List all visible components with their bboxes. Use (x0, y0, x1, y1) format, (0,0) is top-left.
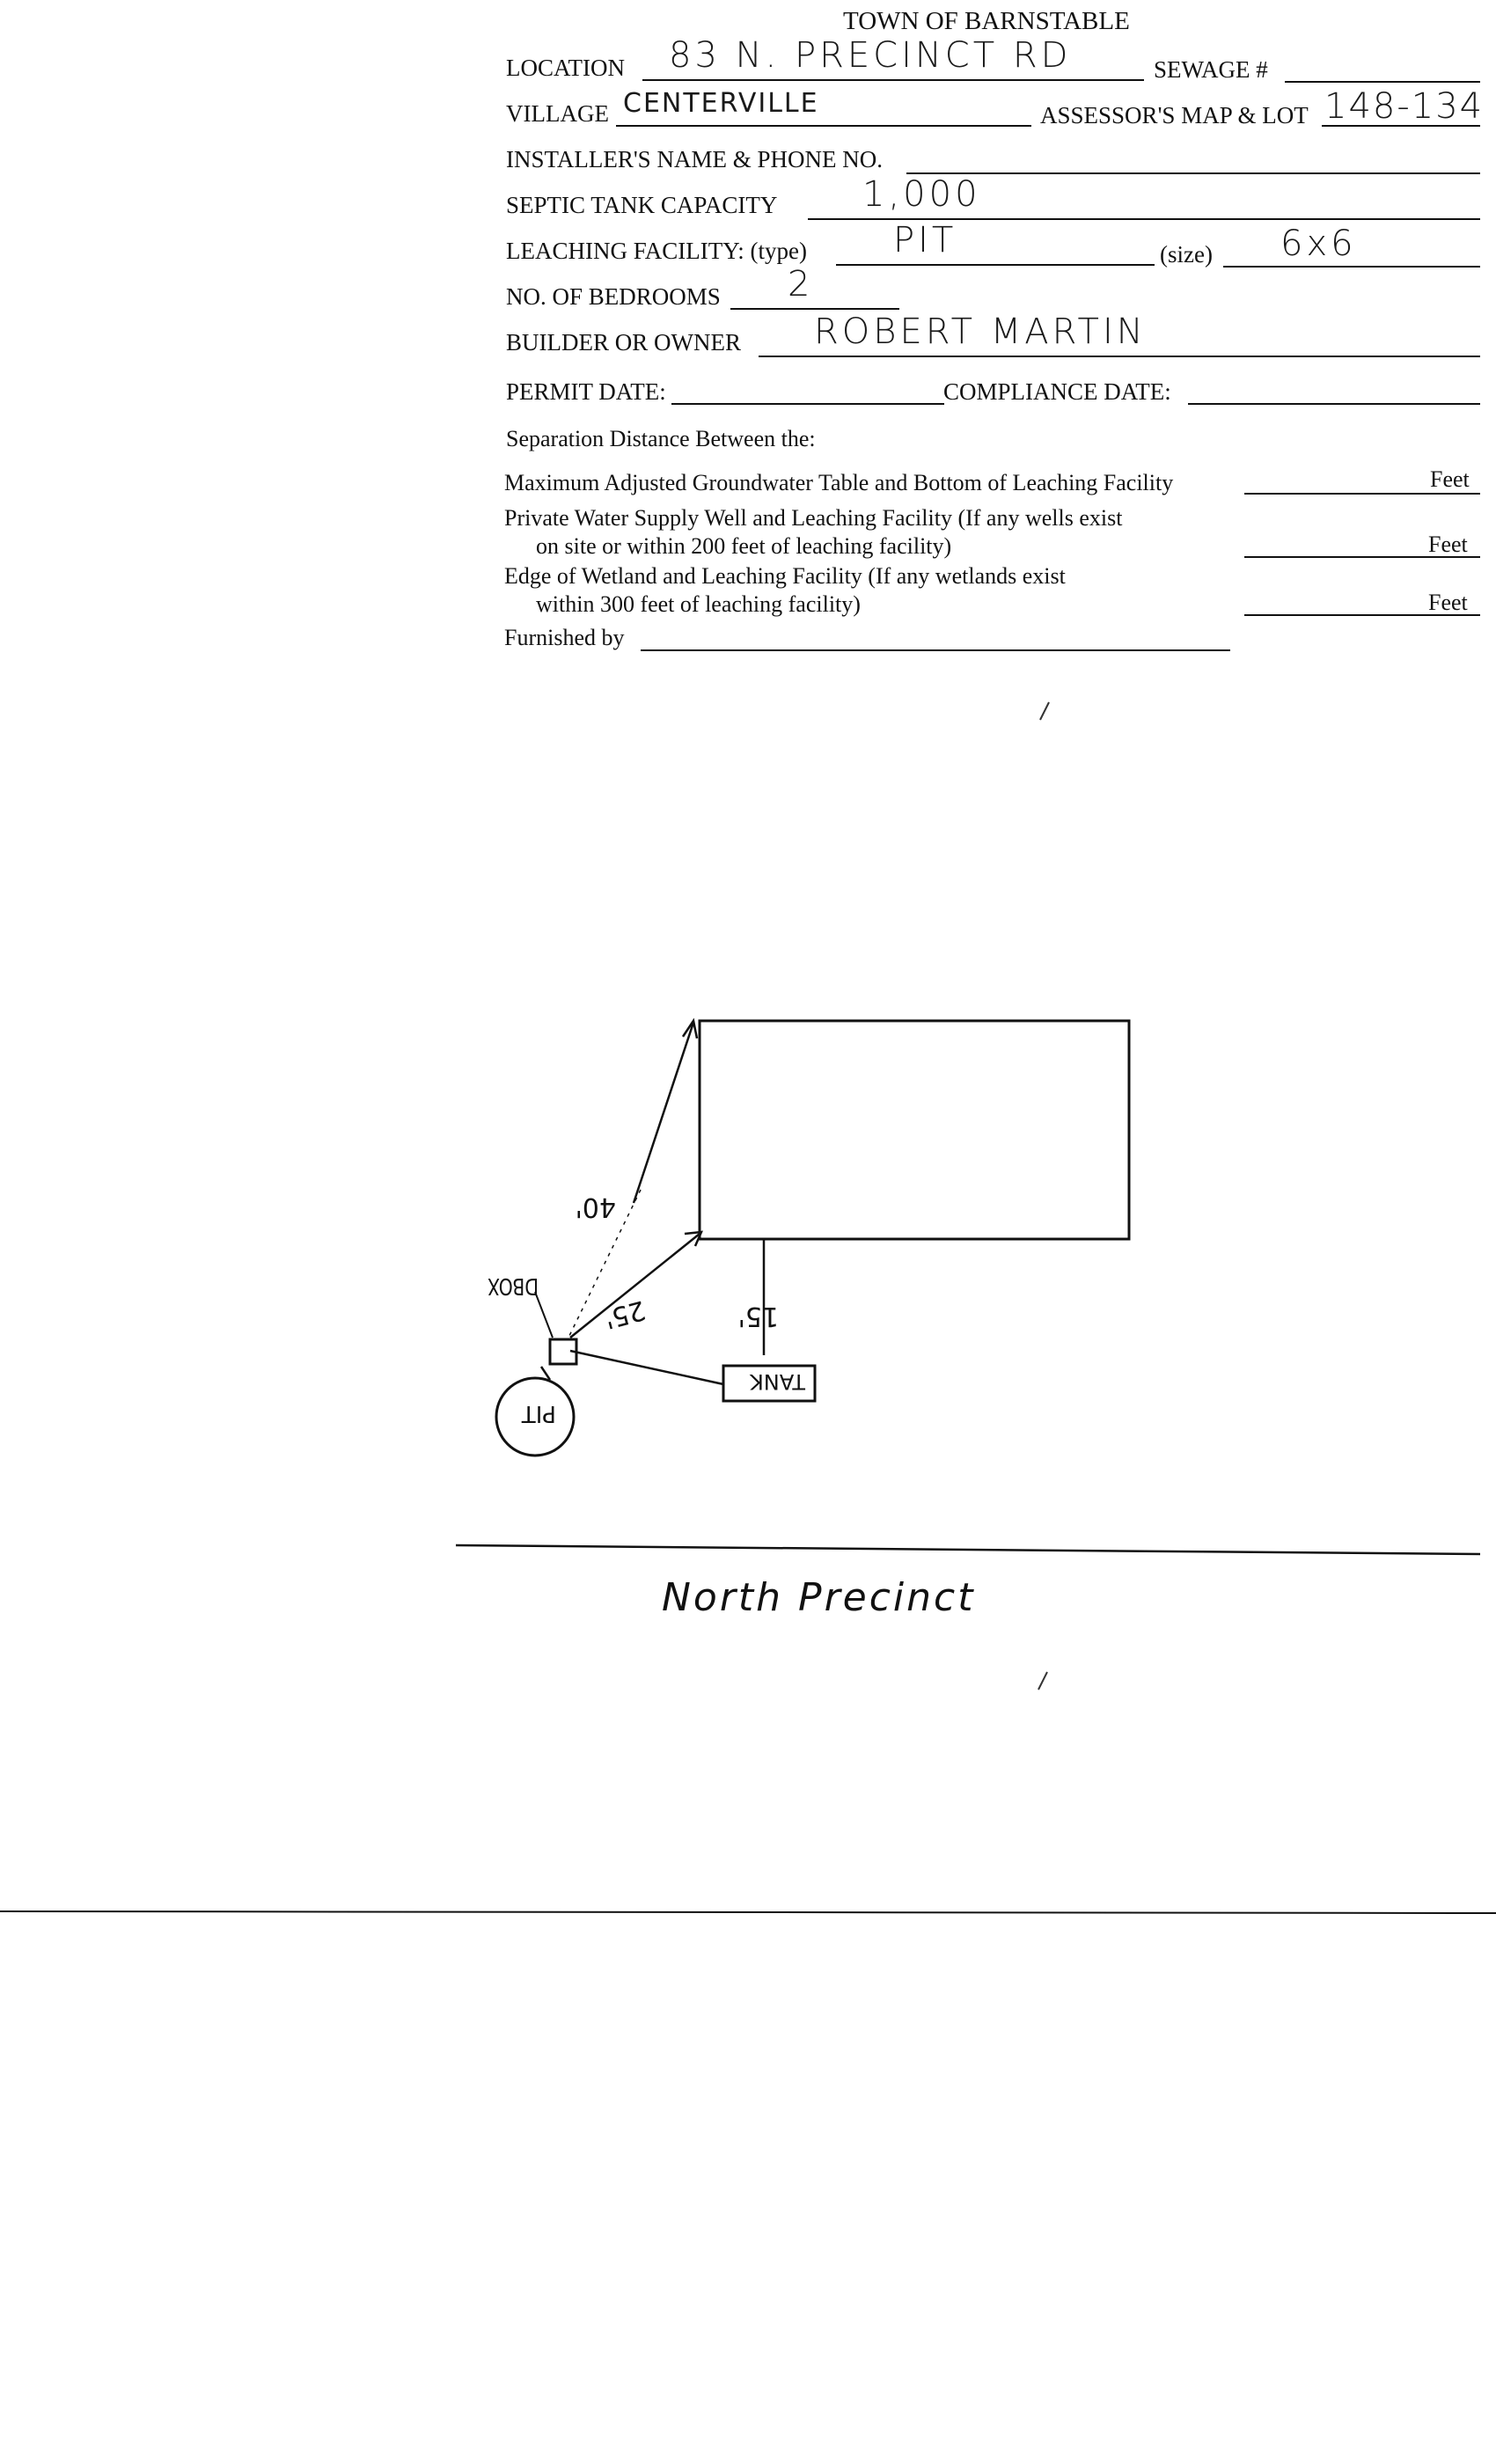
stray-mark (1038, 1671, 1048, 1690)
village-value: CENTERVILLE (623, 88, 819, 119)
dbox-label: DBOX (488, 1272, 539, 1299)
map-lot-label: ASSESSOR'S MAP & LOT (1040, 102, 1309, 128)
bedrooms-underline (730, 308, 899, 310)
well-label-cont: on site or within 200 feet of leaching f… (536, 533, 952, 559)
street-label: North Precinct (662, 1575, 976, 1620)
dim-house-label: 25' (601, 1294, 649, 1334)
septic-capacity-label: SEPTIC TANK CAPACITY (506, 192, 778, 218)
size-underline (1223, 266, 1480, 268)
dashed-line (567, 1189, 642, 1340)
builder-underline (759, 356, 1480, 357)
pipe-line (569, 1349, 724, 1386)
furnished-by-underline (641, 649, 1230, 651)
map-lot-value: 148-134 (1324, 86, 1485, 127)
leaching-type-value: PIT (893, 220, 957, 260)
groundwater-underline (1244, 493, 1480, 495)
bedrooms-label: NO. OF BEDROOMS (506, 283, 721, 310)
tank-box (722, 1364, 817, 1403)
stray-mark (1039, 701, 1050, 721)
size-label: (size) (1160, 241, 1213, 268)
dimension-line-house (569, 1233, 700, 1338)
groundwater-label: Maximum Adjusted Groundwater Table and B… (504, 470, 1174, 495)
furnished-by-label: Furnished by (504, 625, 625, 650)
wetland-underline (1244, 614, 1480, 616)
permit-date-label: PERMIT DATE: (506, 378, 666, 405)
well-underline (1244, 556, 1480, 558)
dimension-line-corner (632, 1022, 695, 1204)
compliance-date-label: COMPLIANCE DATE: (943, 378, 1171, 405)
dbox-box (548, 1338, 578, 1366)
pit-circle (495, 1376, 576, 1457)
arrowhead-corner (681, 1017, 699, 1039)
location-underline (642, 79, 1144, 81)
compliance-date-underline (1188, 403, 1480, 405)
leaching-type-underline (836, 264, 1155, 266)
location-label: LOCATION (506, 55, 625, 81)
bedrooms-value: 2 (788, 264, 814, 304)
builder-label: BUILDER OR OWNER (506, 329, 741, 356)
well-label: Private Water Supply Well and Leaching F… (504, 505, 1123, 531)
dim-corner-label: 40' (576, 1192, 616, 1222)
separation-heading: Separation Distance Between the: (506, 426, 816, 451)
septic-capacity-value: 1,000 (862, 174, 981, 215)
page-title: TOWN OF BARNSTABLE (843, 7, 1130, 35)
builder-value: ROBERT MARTIN (814, 312, 1147, 352)
pit-connector (539, 1366, 552, 1381)
village-label: VILLAGE (506, 100, 609, 127)
dbox-pointer (534, 1291, 554, 1338)
pit-label: PIT (522, 1400, 556, 1426)
permit-date-underline (671, 403, 944, 405)
dim-tank-label: 15' (738, 1301, 779, 1331)
groundwater-unit: Feet (1430, 466, 1470, 492)
page-edge-line (0, 1910, 1496, 1914)
tank-label: TANK (749, 1369, 806, 1394)
wetland-label-cont: within 300 feet of leaching facility) (536, 591, 861, 617)
well-unit: Feet (1428, 532, 1468, 557)
village-underline (616, 125, 1031, 127)
map-lot-underline (1322, 125, 1480, 127)
street-line (455, 1544, 1481, 1556)
arrowhead-house (684, 1230, 704, 1247)
leaching-type-label: LEACHING FACILITY: (type) (506, 238, 807, 264)
sewage-label: SEWAGE # (1154, 56, 1268, 83)
wetland-unit: Feet (1428, 590, 1468, 615)
septic-capacity-underline (808, 218, 1480, 220)
sewage-underline (1285, 81, 1480, 83)
location-value: 83 N. PRECINCT RD (669, 35, 1072, 76)
wetland-label: Edge of Wetland and Leaching Facility (I… (504, 563, 1066, 589)
size-value: 6x6 (1280, 224, 1357, 264)
installer-label: INSTALLER'S NAME & PHONE NO. (506, 146, 883, 172)
installer-underline (906, 172, 1480, 174)
house-outline (698, 1019, 1131, 1241)
